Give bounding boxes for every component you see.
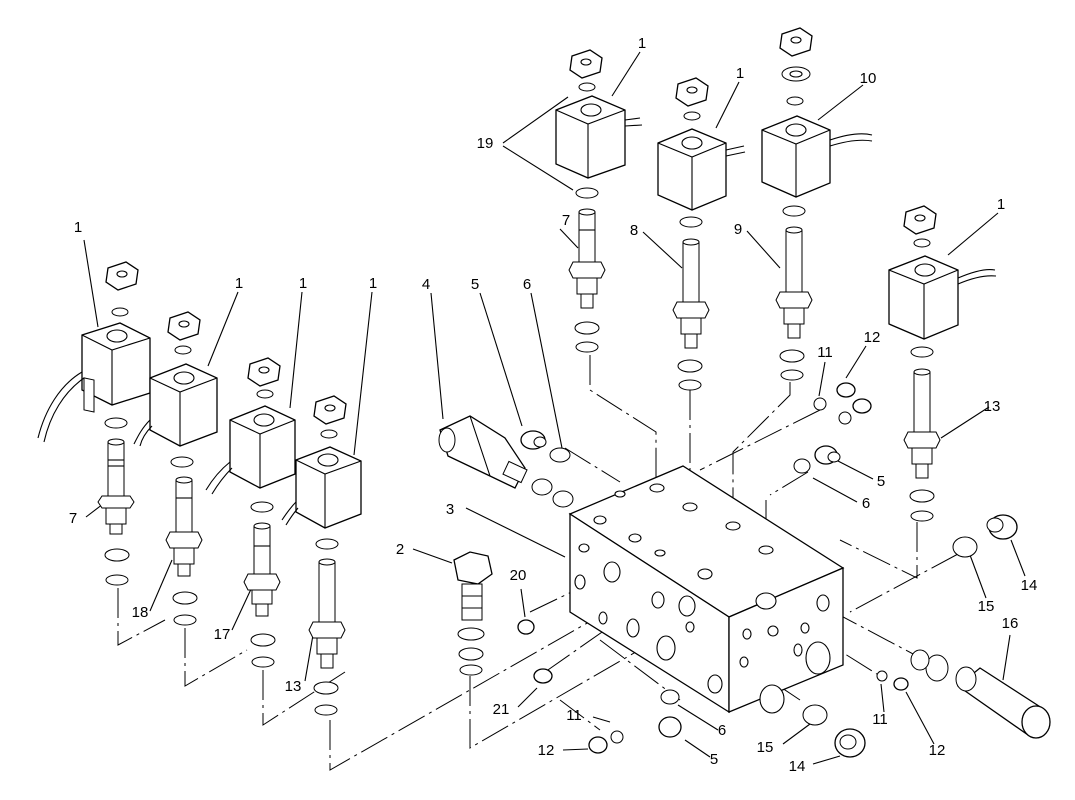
callout-c13b: 13: [285, 678, 302, 695]
callout-c5a: 5: [471, 276, 479, 293]
callout-c14b: 14: [1021, 577, 1038, 594]
callout-c7b: 7: [69, 510, 77, 527]
manifold-top-ports: [614, 483, 774, 555]
plug-12-11-bottom: [588, 730, 624, 754]
cartridge-13-left: [308, 538, 346, 716]
cartridge-9: [775, 205, 813, 381]
solenoid-coils: [37, 95, 997, 529]
coil-1-left-a: [37, 322, 151, 443]
callout-c18: 18: [132, 604, 149, 621]
coil-1-right: [888, 255, 997, 340]
nut-stack-left-a: [105, 261, 139, 317]
callout-c11c: 11: [872, 711, 888, 728]
coil-nuts-seals: [105, 27, 937, 439]
callout-c2: 2: [396, 541, 404, 558]
manifold-block: [568, 465, 845, 714]
manifold-front-ports: [574, 515, 723, 694]
callout-c1c: 1: [299, 275, 307, 292]
callout-c1g: 1: [997, 196, 1005, 213]
callout-c14a: 14: [789, 758, 806, 775]
plug-5-6-bottom: [658, 689, 682, 738]
callout-c1d: 1: [369, 275, 377, 292]
callout-c11b: 11: [566, 707, 582, 724]
manifold-side-ports: [739, 592, 831, 714]
coil-1-top-a: [555, 95, 643, 179]
cartridge-8: [672, 216, 710, 391]
valve-cartridges: [97, 187, 941, 716]
callout-c3: 3: [446, 501, 454, 518]
plug-5-right: [793, 445, 841, 474]
callout-c15b: 15: [978, 598, 995, 615]
coil-1-left-d: [281, 446, 362, 529]
callout-c19: 19: [477, 135, 494, 152]
callout-c16: 16: [1002, 615, 1019, 632]
callout-c1e: 1: [638, 35, 646, 52]
orings-6-top: [531, 447, 574, 508]
plugs-and-fittings: [438, 382, 1051, 758]
callout-c12b: 12: [538, 742, 555, 759]
cartridge-7-top: [568, 187, 606, 353]
cartridge-17: [243, 501, 281, 668]
plug-20: [517, 619, 535, 635]
callout-c9: 9: [734, 221, 742, 238]
callout-c1a: 1: [74, 219, 82, 236]
callout-c10: 10: [860, 70, 877, 87]
callout-c6c: 6: [718, 722, 726, 739]
callout-c4: 4: [422, 276, 430, 293]
callout-c12a: 12: [864, 329, 881, 346]
cartridge-7-left: [97, 417, 135, 586]
valve-4: [438, 415, 528, 489]
callout-c1f: 1: [736, 65, 744, 82]
callout-c6a: 6: [523, 276, 531, 293]
coil-1-left-c: [205, 405, 296, 495]
callout-c21: 21: [493, 701, 510, 718]
cartridge-18: [165, 456, 203, 626]
callout-c12c: 12: [929, 742, 946, 759]
valve-16: [910, 649, 1051, 739]
nut-stack-right: [903, 205, 937, 248]
callout-c17: 17: [214, 626, 231, 643]
callout-c1b: 1: [235, 275, 243, 292]
nut-stack-left-d: [313, 395, 347, 439]
callout-c20: 20: [510, 567, 527, 584]
plug-5-top: [520, 430, 547, 450]
coil-1-left-b: [133, 363, 218, 447]
callout-c7a: 7: [562, 212, 570, 229]
coil-10-top-c: [761, 115, 873, 198]
callout-c5b: 5: [877, 473, 885, 490]
center-lines: [117, 355, 959, 771]
plug-12-11-right: [876, 670, 909, 691]
plug-12-11-upper: [813, 382, 872, 425]
callout-c11a: 11: [817, 344, 833, 361]
plug-14-right: [952, 514, 1018, 558]
nut-stack-left-c: [247, 357, 281, 399]
nut-stack-top-c: [779, 27, 813, 106]
plug-14-15-bottom: [802, 704, 866, 758]
nut-stack-top-b: [675, 77, 709, 121]
leader-lines: [83, 51, 1026, 765]
cartridge-13-right: [903, 346, 941, 522]
coil-1-top-b: [657, 128, 746, 211]
plug-21: [533, 668, 553, 684]
callout-c15a: 15: [757, 739, 774, 756]
callout-c6b: 6: [862, 495, 870, 512]
callout-c13a: 13: [984, 398, 1001, 415]
nut-stack-left-b: [167, 311, 201, 355]
callout-c5c: 5: [710, 751, 718, 768]
cartridge-2: [453, 551, 493, 676]
callout-c8: 8: [630, 222, 638, 239]
nut-stack-top-a: [569, 49, 603, 92]
